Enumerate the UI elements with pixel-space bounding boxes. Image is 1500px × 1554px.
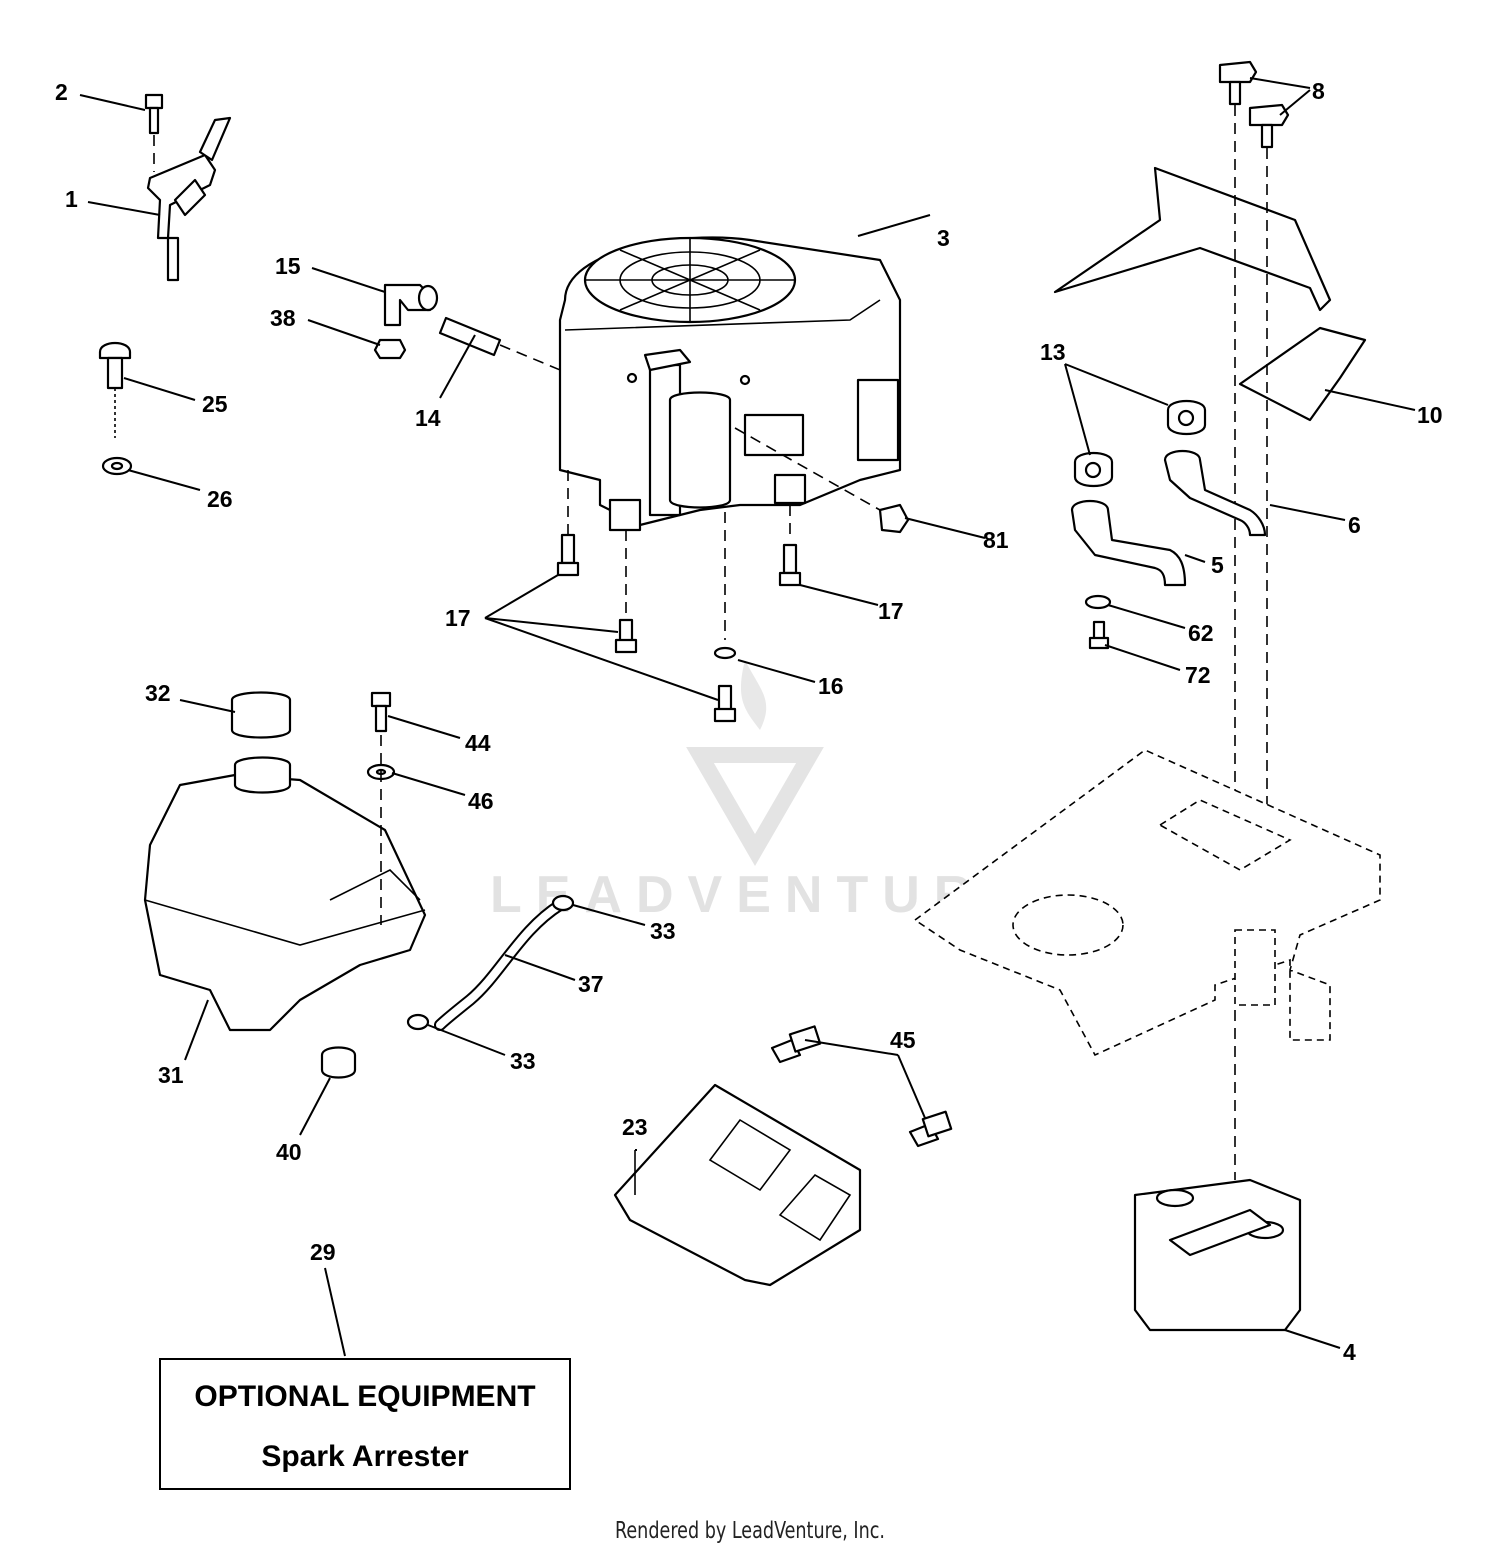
callout-26: 26 xyxy=(207,486,233,512)
callout-31: 31 xyxy=(158,1062,184,1088)
tank-hardware-part xyxy=(320,691,396,1079)
callout-17b: 17 xyxy=(878,598,904,624)
callout-15: 15 xyxy=(275,253,301,279)
callout-25: 25 xyxy=(202,391,228,417)
fuel-line-part xyxy=(406,894,575,1031)
callouts: 2 1 3 15 38 14 25 26 81 8 10 13 6 5 62 7… xyxy=(55,78,1443,1365)
callout-8: 8 xyxy=(1312,78,1325,104)
callout-62: 62 xyxy=(1188,620,1214,646)
fuel-tank-part xyxy=(143,691,427,1032)
chassis-frame-part xyxy=(913,749,1381,1057)
nut-part xyxy=(734,427,910,534)
callout-32: 32 xyxy=(145,680,171,706)
callout-5: 5 xyxy=(1211,552,1224,578)
callout-17a: 17 xyxy=(445,605,471,631)
callout-1: 1 xyxy=(65,186,78,212)
callout-33a: 33 xyxy=(650,918,676,944)
callout-14: 14 xyxy=(415,405,441,431)
callout-45: 45 xyxy=(890,1027,916,1053)
choke-knob-part xyxy=(98,341,133,476)
callout-44: 44 xyxy=(465,730,491,756)
watermark: LEADVENTURE xyxy=(490,660,1020,924)
footer-credit: Rendered by LeadVenture, Inc. xyxy=(615,1518,885,1544)
callout-72: 72 xyxy=(1185,662,1211,688)
optional-equipment-subtitle: Spark Arrester xyxy=(261,1440,469,1473)
callout-23: 23 xyxy=(622,1114,648,1140)
callout-37: 37 xyxy=(578,971,604,997)
callout-29: 29 xyxy=(310,1239,336,1265)
muffler-part xyxy=(1133,1010,1302,1332)
leader-lines xyxy=(79,77,1416,1357)
callout-3: 3 xyxy=(937,225,950,251)
callout-33b: 33 xyxy=(510,1048,536,1074)
throttle-control-part xyxy=(144,93,232,282)
callout-38: 38 xyxy=(270,305,296,331)
elbow-fitting-part xyxy=(373,283,566,373)
callout-46: 46 xyxy=(468,788,494,814)
optional-equipment-title: OPTIONAL EQUIPMENT xyxy=(194,1380,536,1413)
callout-6: 6 xyxy=(1348,512,1361,538)
callout-13: 13 xyxy=(1040,339,1066,365)
heat-shield-part xyxy=(1053,60,1367,860)
callout-10: 10 xyxy=(1417,402,1443,428)
callout-40: 40 xyxy=(276,1139,302,1165)
engine-bolts-part xyxy=(556,533,802,723)
optional-equipment-box: OPTIONAL EQUIPMENT Spark Arrester xyxy=(159,1358,571,1490)
callout-4: 4 xyxy=(1343,1339,1356,1365)
engine-part xyxy=(558,236,902,640)
callout-81: 81 xyxy=(983,527,1009,553)
exhaust-pipes-part xyxy=(1070,399,1267,650)
mounting-plate-part xyxy=(613,1025,953,1287)
callout-16: 16 xyxy=(818,673,844,699)
callout-2: 2 xyxy=(55,79,68,105)
